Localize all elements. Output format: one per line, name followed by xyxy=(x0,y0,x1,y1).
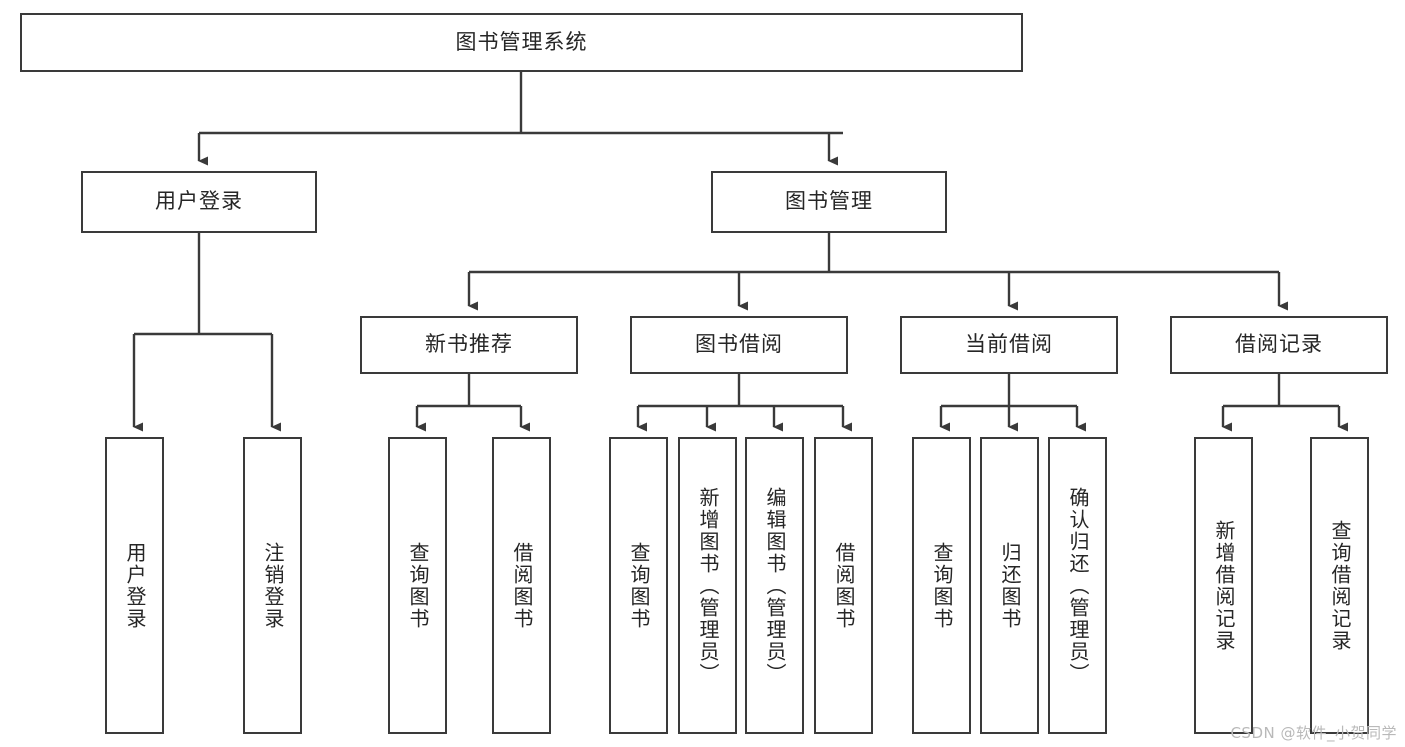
node-new-book-recommend[interactable]: 新书推荐 xyxy=(360,316,578,374)
node-label: 查询图书 xyxy=(930,541,954,630)
leaf-current-borrow-query-books[interactable]: 查询图书 xyxy=(912,437,971,734)
node-label: 新书推荐 xyxy=(425,332,513,357)
node-book-borrow[interactable]: 图书借阅 xyxy=(630,316,848,374)
node-label: 当前借阅 xyxy=(965,332,1053,357)
node-label: 新增借阅记录 xyxy=(1212,519,1236,652)
leaf-user-login[interactable]: 用户登录 xyxy=(105,437,164,734)
leaf-book-borrow-edit-book-admin[interactable]: 编辑图书（管理员） xyxy=(745,437,804,734)
node-book-management[interactable]: 图书管理 xyxy=(711,171,947,233)
node-label: 注销登录 xyxy=(261,541,285,630)
leaf-book-borrow-query-books[interactable]: 查询图书 xyxy=(609,437,668,734)
node-label: 查询图书 xyxy=(406,541,430,630)
node-label: 确认归还（管理员） xyxy=(1066,486,1090,685)
node-current-borrow[interactable]: 当前借阅 xyxy=(900,316,1118,374)
node-root-book-management-system[interactable]: 图书管理系统 xyxy=(20,13,1023,72)
leaf-current-borrow-return-books[interactable]: 归还图书 xyxy=(980,437,1039,734)
node-label: 用户登录 xyxy=(123,541,147,630)
leaf-borrow-record-query-record[interactable]: 查询借阅记录 xyxy=(1310,437,1369,734)
leaf-new-book-query-books[interactable]: 查询图书 xyxy=(388,437,447,734)
leaf-book-borrow-add-book-admin[interactable]: 新增图书（管理员） xyxy=(678,437,737,734)
node-label: 图书管理 xyxy=(785,189,873,214)
node-label: 查询借阅记录 xyxy=(1328,519,1352,652)
node-label: 编辑图书（管理员） xyxy=(763,486,787,685)
node-label: 借阅图书 xyxy=(510,541,534,630)
node-label: 图书借阅 xyxy=(695,332,783,357)
node-label: 归还图书 xyxy=(998,541,1022,630)
leaf-new-book-borrow-books[interactable]: 借阅图书 xyxy=(492,437,551,734)
leaf-borrow-record-add-record[interactable]: 新增借阅记录 xyxy=(1194,437,1253,734)
node-label: 借阅图书 xyxy=(832,541,856,630)
node-borrow-record[interactable]: 借阅记录 xyxy=(1170,316,1388,374)
leaf-current-borrow-confirm-return-admin[interactable]: 确认归还（管理员） xyxy=(1048,437,1107,734)
watermark-csdn: CSDN @软件_小贺同学 xyxy=(1230,724,1397,742)
node-user-login[interactable]: 用户登录 xyxy=(81,171,317,233)
leaf-logout[interactable]: 注销登录 xyxy=(243,437,302,734)
node-label: 图书管理系统 xyxy=(455,29,588,54)
node-label: 新增图书（管理员） xyxy=(696,486,720,685)
node-label: 用户登录 xyxy=(155,189,243,214)
node-label: 查询图书 xyxy=(627,541,651,630)
leaf-book-borrow-borrow-books[interactable]: 借阅图书 xyxy=(814,437,873,734)
node-label: 借阅记录 xyxy=(1235,332,1323,357)
